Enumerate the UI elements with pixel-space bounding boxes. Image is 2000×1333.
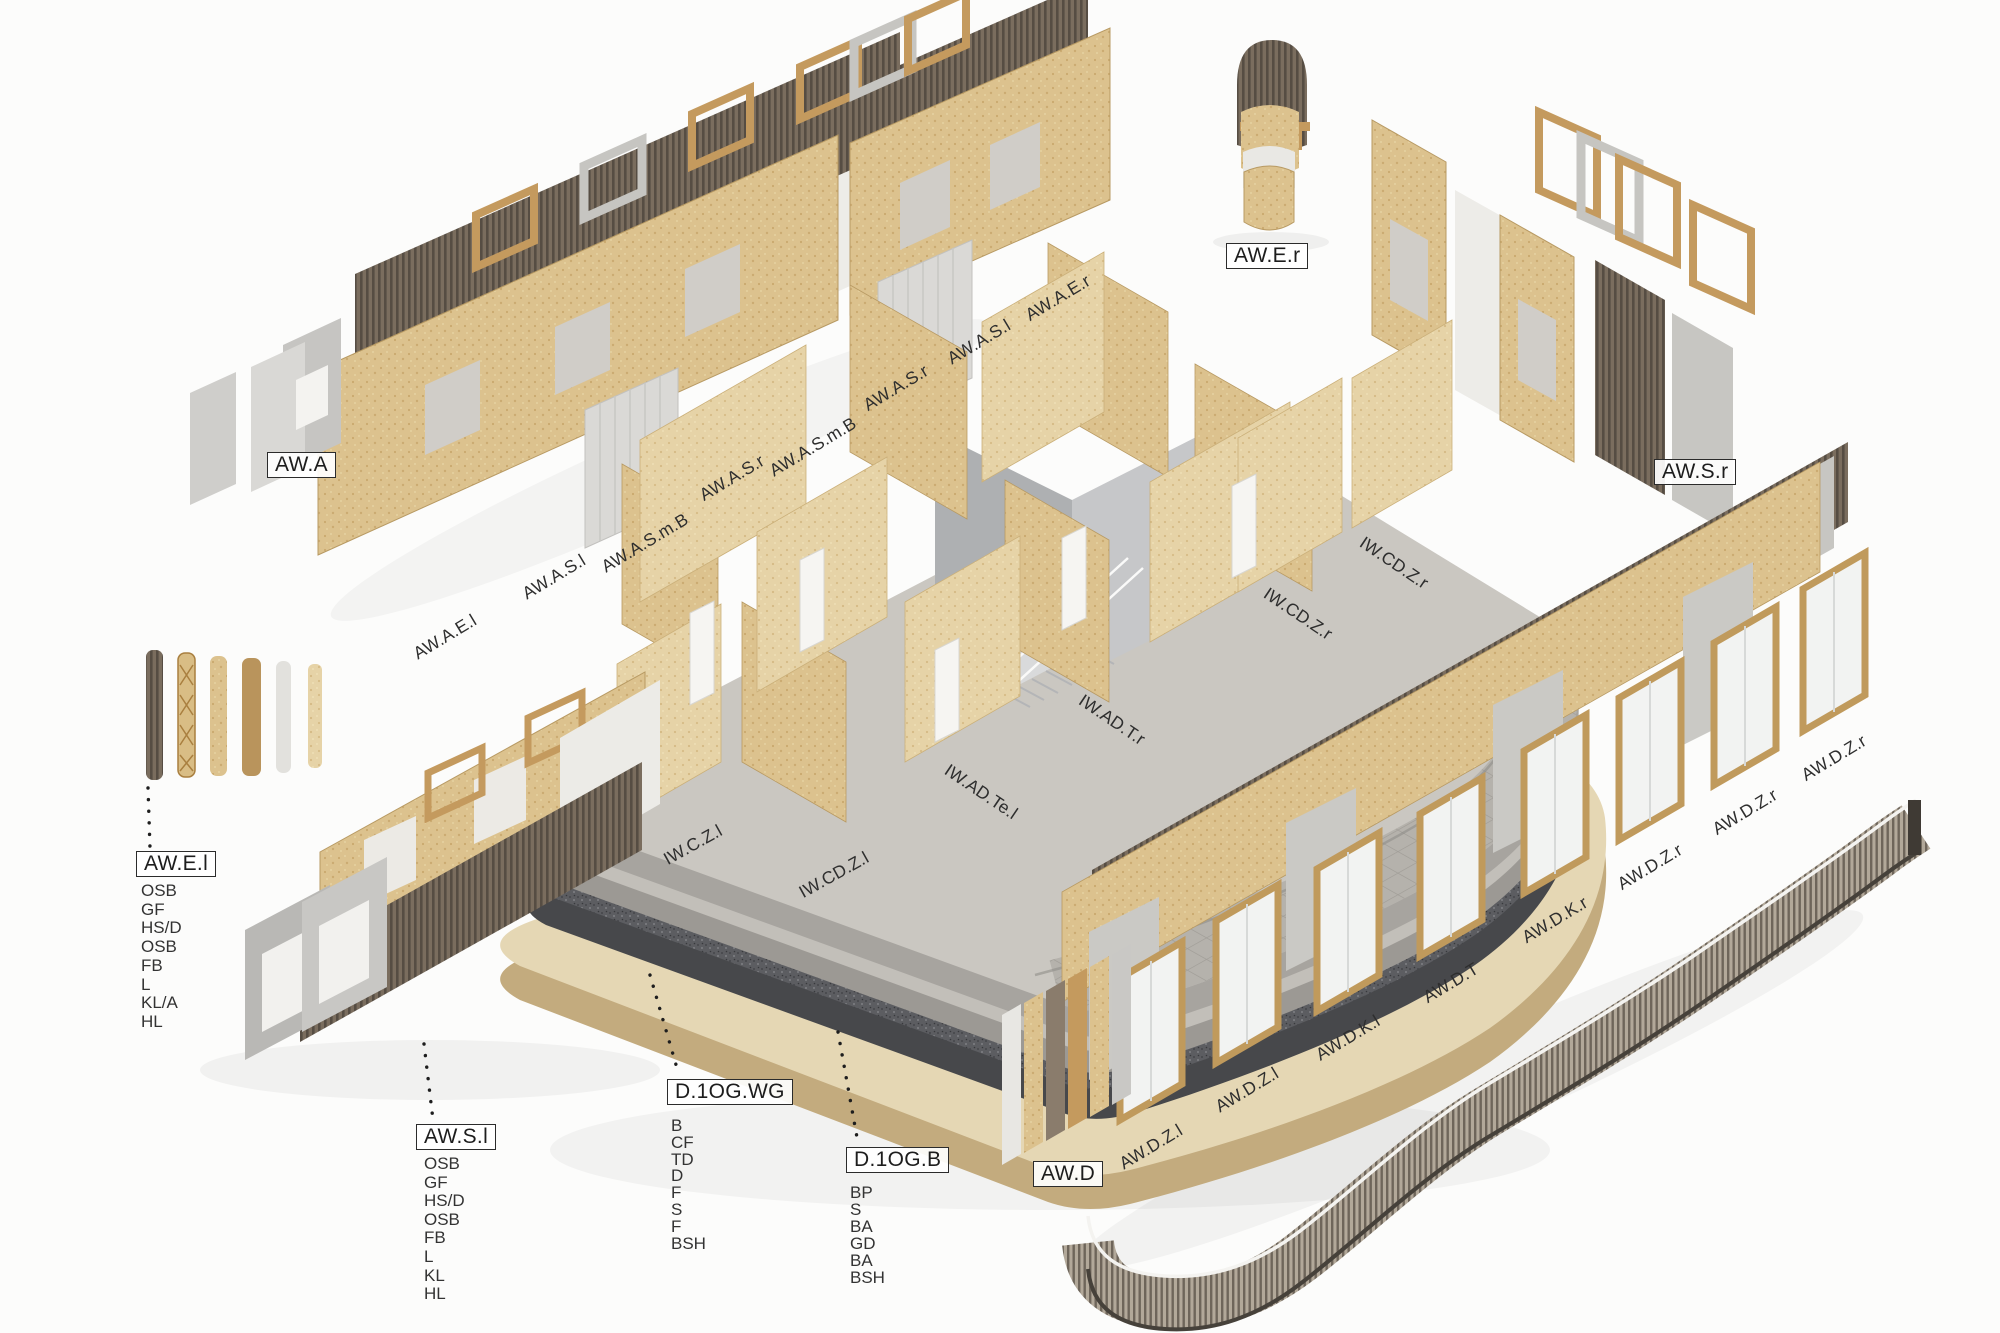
layer-item: GF [141, 899, 165, 919]
aw-s-r-assembly [1371, 105, 1755, 535]
layer-list-d-1og-wg: B CF TD D F S F BSH [671, 1116, 706, 1253]
aw-e-r-tower [1237, 40, 1310, 231]
layer-item: FB [424, 1228, 446, 1248]
layer-item: L [141, 974, 151, 994]
aw-d-assembly [1002, 442, 1869, 1165]
label-aw-a: AW.A [267, 452, 336, 478]
aw-s-r-gray [1672, 313, 1733, 535]
layer-item: HS/D [141, 918, 182, 938]
layer-item: FB [141, 955, 163, 975]
balcony-railing [1062, 798, 1931, 1332]
layer-item: BA [850, 1251, 873, 1270]
layer-item: OSB [424, 1209, 460, 1229]
layer-item: F [671, 1183, 682, 1203]
aw-s-r-white [1455, 190, 1503, 417]
layer-item: HL [141, 1011, 163, 1031]
layer-item: L [424, 1246, 434, 1266]
aw-e-l-strips [146, 650, 322, 780]
layer-item: S [850, 1200, 862, 1219]
aw-s-l-assembly [245, 671, 660, 1060]
aw-a-osb-wall-right [849, 27, 1111, 316]
layer-list-d-1og-b: BP S BA GD BA BSH [850, 1184, 885, 1286]
aw-s-r-slats [1595, 260, 1665, 495]
layer-item: CF [671, 1132, 694, 1152]
layer-item: OSB [424, 1154, 460, 1173]
layer-item: BSH [671, 1233, 706, 1253]
aw-d-band-osb [1061, 461, 1821, 1003]
layer-item: BP [850, 1183, 873, 1202]
door-slabs [689, 473, 1257, 743]
annotation-dotted-lines [146, 786, 860, 1145]
layer-item: GD [850, 1234, 876, 1253]
label-aw-e-l: AW.E.l [136, 851, 217, 877]
label-aw-s-r: AW.S.r [1654, 459, 1737, 485]
label-aw-s-l: AW.S.l [416, 1124, 497, 1150]
layer-item: S [671, 1199, 683, 1219]
layer-item: KL/A [141, 993, 178, 1013]
layer-item: KL [424, 1265, 445, 1285]
aw-s-l-gray-frames [245, 857, 387, 1060]
aw-s-r-window-frames [1535, 105, 1755, 316]
layer-item: F [671, 1216, 682, 1236]
aw-d-door-glass [1150, 572, 1835, 1101]
label-d-1og-b: D.1OG.B [846, 1147, 950, 1173]
layer-item: D [671, 1166, 684, 1186]
layer-item: B [671, 1116, 683, 1135]
layer-item: HS/D [424, 1191, 465, 1211]
label-aw-d: AW.D [1033, 1161, 1104, 1187]
layer-item: HL [424, 1284, 446, 1304]
aw-a-window-frames [472, 0, 970, 274]
layer-list-aw-s-l: OSB GF HS/D OSB FB L KL HL [424, 1154, 465, 1304]
aw-d-left-strips [1002, 944, 1131, 1165]
label-aw-e-r: AW.E.r [1226, 243, 1309, 269]
tower-osb-panel [1243, 165, 1295, 231]
layer-list-aw-e-l: OSB GF HS/D OSB FB L KL/A HL [141, 881, 182, 1032]
layer-item: GF [424, 1172, 448, 1192]
layer-item: OSB [141, 937, 177, 957]
label-d-1og-wg: D.1OG.WG [667, 1079, 793, 1105]
layer-item: BA [850, 1217, 873, 1236]
layer-item: TD [671, 1149, 694, 1169]
layer-item: BSH [850, 1268, 885, 1287]
layer-item: OSB [141, 881, 177, 900]
